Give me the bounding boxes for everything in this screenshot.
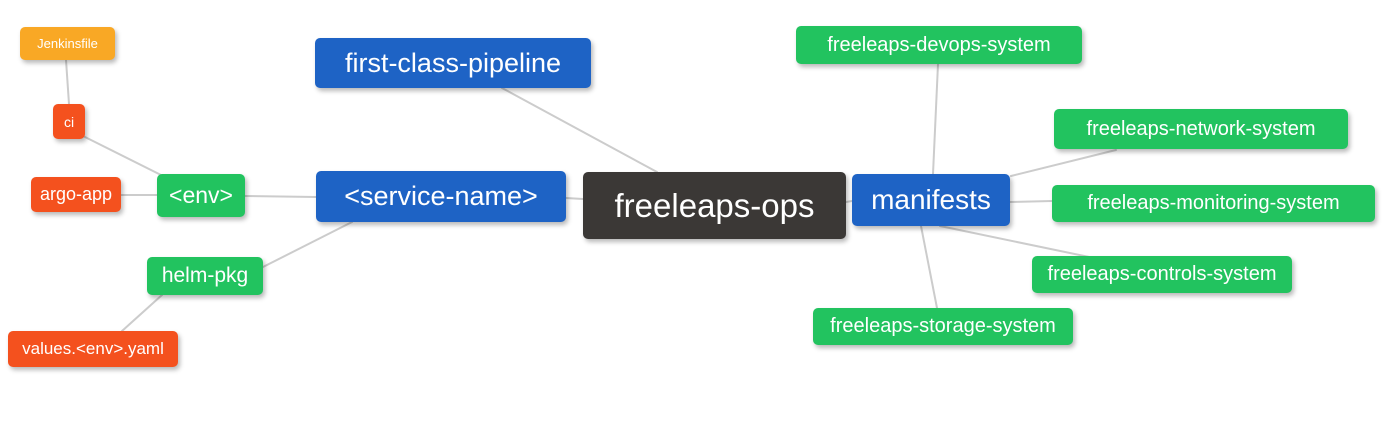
node-network-system[interactable]: freeleaps-network-system (1054, 109, 1348, 149)
edge-manifests-storage-system (920, 225, 938, 309)
edge-manifests-monitoring-system (1009, 200, 1053, 203)
edge-ci-env (84, 136, 164, 177)
edge-helm-pkg-service-name (262, 221, 353, 268)
node-service-name[interactable]: <service-name> (316, 171, 566, 222)
edge-service-name-freeleaps-ops (565, 197, 584, 200)
node-first-class-pipeline[interactable]: first-class-pipeline (315, 38, 591, 88)
node-storage-system[interactable]: freeleaps-storage-system (813, 308, 1073, 345)
edge-manifests-devops-system (932, 63, 939, 175)
node-freeleaps-ops[interactable]: freeleaps-ops (583, 172, 846, 239)
node-argo-app[interactable]: argo-app (31, 177, 121, 212)
node-jenkinsfile[interactable]: Jenkinsfile (20, 27, 115, 60)
node-manifests[interactable]: manifests (852, 174, 1010, 226)
node-helm-pkg[interactable]: helm-pkg (147, 257, 263, 295)
edge-manifests-controls-system (939, 225, 1095, 259)
node-values-env-yaml[interactable]: values.<env>.yaml (8, 331, 178, 367)
edge-env-service-name (244, 195, 317, 198)
node-controls-system[interactable]: freeleaps-controls-system (1032, 256, 1292, 293)
edge-manifests-network-system (1010, 149, 1117, 177)
edge-helm-pkg-values (121, 294, 163, 332)
node-monitoring-system[interactable]: freeleaps-monitoring-system (1052, 185, 1375, 222)
edge-pipeline-freeleaps-ops (501, 87, 658, 173)
node-env[interactable]: <env> (157, 174, 245, 217)
node-devops-system[interactable]: freeleaps-devops-system (796, 26, 1082, 64)
edge-jenkinsfile-ci (65, 59, 70, 105)
node-ci[interactable]: ci (53, 104, 85, 139)
